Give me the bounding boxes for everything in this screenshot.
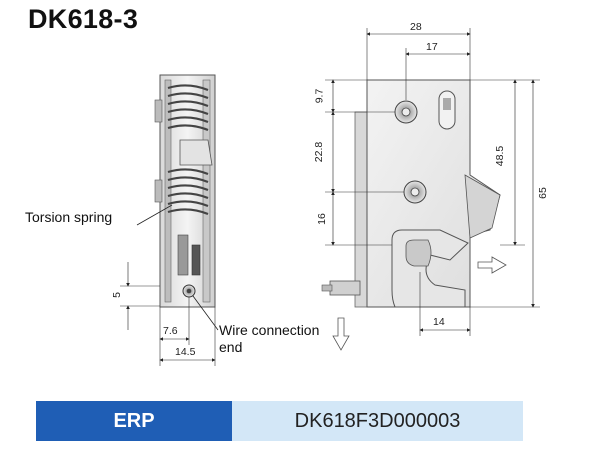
erp-value: DK618F3D000003 (232, 401, 523, 441)
wire-connection-label: Wire connection (219, 322, 320, 338)
dimension-7-6: 7.6 (163, 325, 178, 337)
down-arrow-icon (332, 317, 350, 351)
dimension-14: 14 (433, 316, 445, 328)
dimension-17: 17 (426, 41, 438, 53)
torsion-spring (167, 168, 209, 216)
product-title: DK618-3 (28, 4, 139, 34)
right-arrow-icon (477, 256, 507, 274)
wire-connection-label-line2: end (219, 339, 243, 355)
dimension-5: 5 (110, 292, 123, 298)
dimension-48-5: 48.5 (494, 145, 507, 167)
dimension-65: 65 (536, 187, 549, 199)
dimension-9-7: 9.7 (313, 88, 326, 104)
front-view (321, 28, 540, 351)
dimension-28: 28 (410, 21, 422, 33)
side-view (120, 74, 219, 366)
torsion-spring-label: Torsion spring (25, 209, 113, 225)
dimension-14-5: 14.5 (175, 346, 196, 358)
technical-drawing (120, 28, 540, 366)
dimension-22-8: 22.8 (313, 141, 326, 163)
erp-label: ERP (36, 401, 232, 441)
erp-code-bar: ERP DK618F3D000003 (36, 401, 523, 441)
upper-spring (167, 84, 209, 132)
dimension-16: 16 (315, 213, 328, 225)
